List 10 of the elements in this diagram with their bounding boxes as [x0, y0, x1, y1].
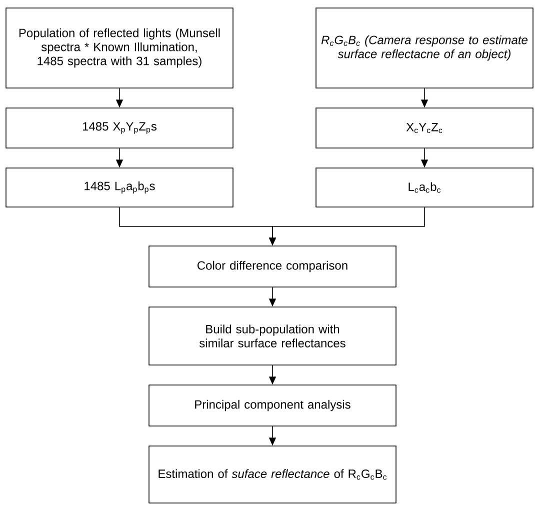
process-box: X$_{c}$Y$_{c}$Z$_{c}$	[316, 108, 534, 148]
process-box: 1485 X$_{p}$Y$_{p}$Z$_{p}$s	[6, 108, 234, 148]
process-box: Principal component analysis	[148, 384, 396, 426]
process-box: L$_{c}$a$_{c}$b$_{c}$	[316, 168, 534, 208]
process-box: Estimation of suface reflectance of R$_{c}$G$_{c}$B$_{c}$	[148, 446, 396, 504]
process-box: Population of reflected lights (Munsell spectra * Known Illumination, 1485 spectra with 31 samples)	[6, 8, 234, 88]
process-box: Build sub-population with similar surface reflectances	[148, 306, 396, 366]
process-box: R$_{c}$G$_{c}$B$_{c}$ (Camera response to estimate surface reflectacne of an object)	[316, 8, 534, 88]
process-box: 1485 L$_{p}$a$_{p}$b$_{p}$s	[6, 168, 234, 208]
process-box: Color difference comparison	[148, 246, 396, 288]
